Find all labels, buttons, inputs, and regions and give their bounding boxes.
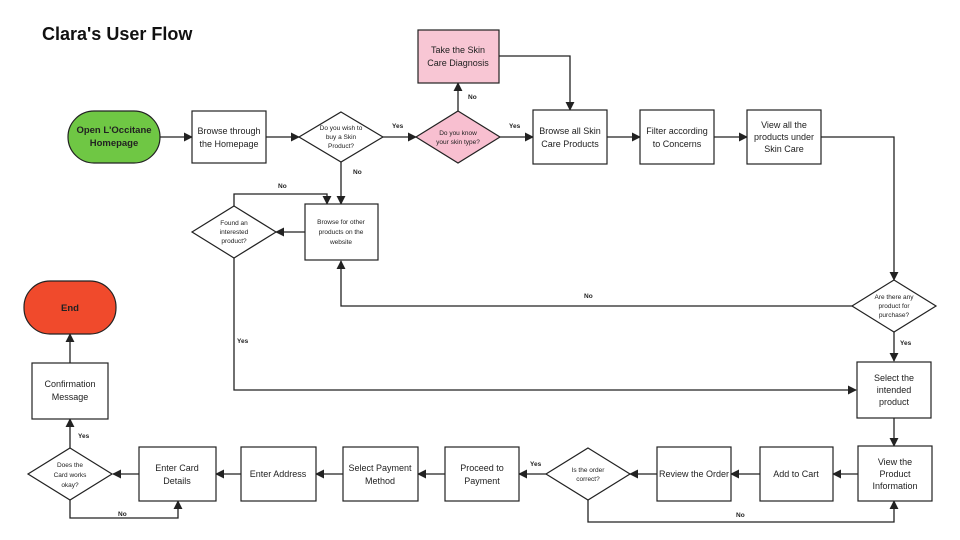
yes-label: Yes bbox=[509, 123, 521, 130]
address-box bbox=[240, 446, 317, 502]
confirm-box bbox=[31, 362, 109, 420]
yes-label: Yes bbox=[392, 123, 404, 130]
address-label: Enter Address bbox=[250, 469, 307, 479]
edge-found-select bbox=[233, 258, 857, 395]
browse-other-box bbox=[304, 203, 379, 261]
card-box bbox=[138, 446, 217, 502]
filter-box bbox=[639, 109, 715, 165]
no-label: No bbox=[118, 511, 127, 518]
end-terminal bbox=[23, 280, 117, 335]
start-terminal bbox=[67, 110, 161, 164]
yes-label: Yes bbox=[237, 338, 249, 345]
order-correct-decision bbox=[544, 447, 632, 501]
review-label: Review the Order bbox=[659, 469, 729, 479]
proceed-box bbox=[444, 446, 520, 502]
know-skin-decision bbox=[414, 110, 502, 164]
select-box bbox=[856, 361, 932, 419]
view-info-box bbox=[857, 445, 933, 502]
connectors bbox=[65, 55, 899, 523]
card-ok-decision bbox=[26, 447, 114, 501]
yes-label: Yes bbox=[78, 433, 90, 440]
select-pay-box bbox=[342, 446, 419, 502]
browse-skin-box bbox=[532, 109, 608, 165]
no-label: No bbox=[353, 169, 362, 176]
edge-correct-no bbox=[587, 500, 899, 523]
add-cart-label: Add to Cart bbox=[773, 469, 819, 479]
edge-labels: Yes Yes No No No Yes No Yes Yes No No Ye… bbox=[78, 94, 912, 519]
review-box bbox=[656, 446, 732, 502]
end-label: End bbox=[61, 303, 79, 314]
wish-buy-decision bbox=[297, 111, 385, 163]
diagram-title: Clara's User Flow bbox=[42, 24, 193, 44]
edge-view-any bbox=[821, 136, 899, 281]
no-label: No bbox=[278, 183, 287, 190]
no-label: No bbox=[468, 94, 477, 101]
any-product-decision bbox=[850, 279, 938, 333]
yes-label: Yes bbox=[530, 461, 542, 468]
edge-diag-browseskin bbox=[499, 55, 575, 111]
no-label: No bbox=[736, 512, 745, 519]
add-cart-box bbox=[759, 446, 834, 502]
yes-label: Yes bbox=[900, 340, 912, 347]
node-shapes bbox=[23, 29, 938, 502]
no-label: No bbox=[584, 293, 593, 300]
found-decision bbox=[190, 205, 278, 259]
edge-any-browseother bbox=[336, 260, 853, 307]
skin-diag-box bbox=[417, 29, 500, 84]
browse-home-box bbox=[191, 110, 267, 164]
edge-cardok-no bbox=[69, 500, 183, 519]
view-all-box bbox=[746, 109, 822, 165]
edge-found-no bbox=[233, 193, 332, 206]
